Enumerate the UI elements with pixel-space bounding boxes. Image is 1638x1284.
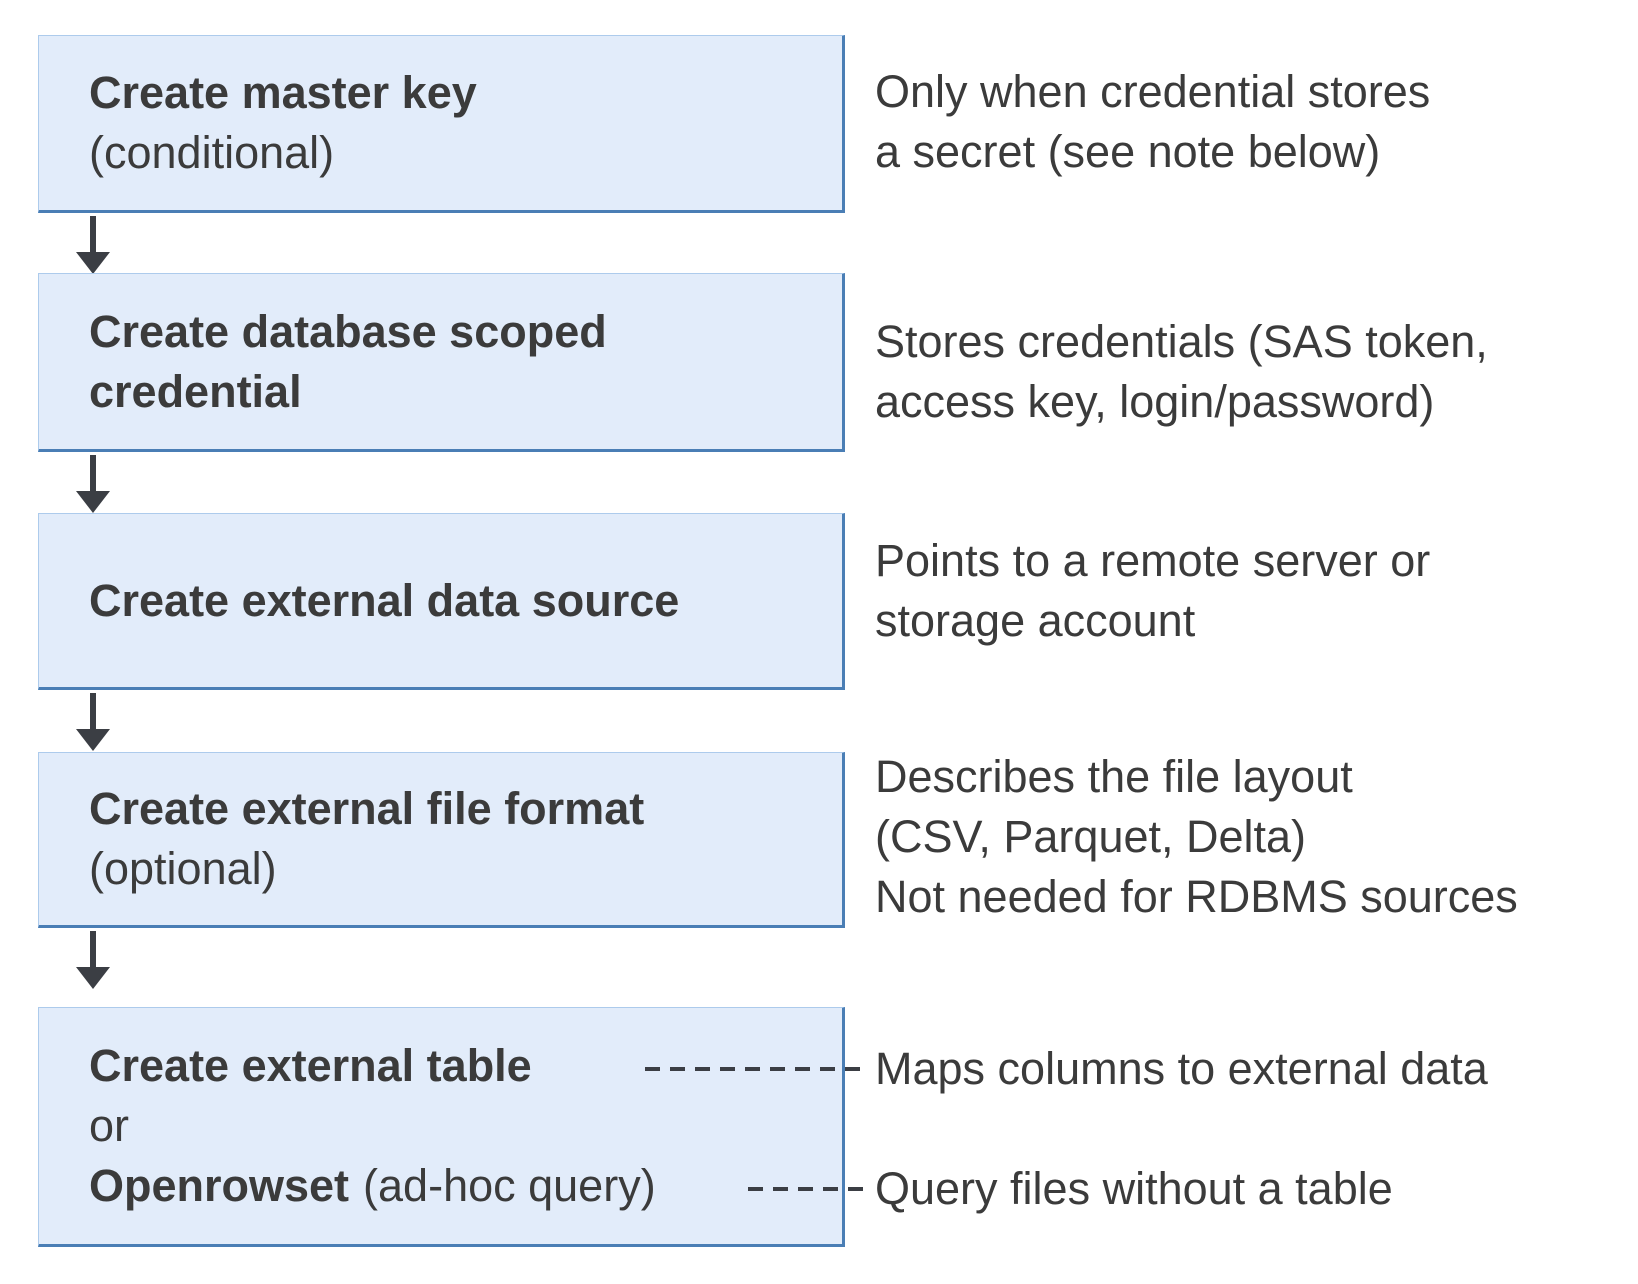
box-title-external-table: Create external table (89, 1040, 532, 1091)
arrow-head (76, 491, 110, 513)
down-arrow-icon (76, 455, 110, 513)
description-external-table: Maps columns to external data (875, 1043, 1488, 1094)
arrow-stem (90, 455, 96, 491)
arrow-stem (90, 931, 96, 967)
box-title-external-data-source: Create external data source (89, 574, 680, 626)
dashed-connector-external-table (645, 1067, 865, 1071)
flow-box-create-database-scoped-credential: Create database scoped credential (38, 273, 845, 452)
description-external-data-source: Points to a remote server or storage acc… (875, 535, 1431, 646)
box-or-label: or (89, 1100, 130, 1151)
down-arrow-icon (76, 216, 110, 274)
flow-box-create-master-key: Create master key (conditional) (38, 35, 845, 213)
arrow-head (76, 729, 110, 751)
arrow-head (76, 252, 110, 274)
box-note-ad-hoc-query: (ad-hoc query) (363, 1160, 656, 1211)
description-database-scoped-credential: Stores credentials (SAS token, access ke… (875, 316, 1488, 427)
box-title-openrowset: Openrowset (89, 1160, 350, 1211)
description-master-key: Only when credential stores a secret (se… (875, 66, 1431, 177)
flow-box-create-external-table-or-openrowset: Create external table or Openrowset (ad-h… (38, 1007, 845, 1247)
flow-box-create-external-file-format: Create external file format (optional) (38, 752, 845, 928)
box-note-optional: (optional) (89, 843, 277, 894)
box-title-create-master-key: Create master key (89, 67, 477, 118)
down-arrow-icon (76, 693, 110, 751)
description-external-file-format: Describes the file layout (CSV, Parquet,… (875, 751, 1518, 922)
dashed-connector-openrowset (748, 1187, 865, 1191)
box-title-database-scoped-credential: Create database scoped credential (89, 305, 607, 417)
flow-box-create-external-data-source: Create external data source (38, 513, 845, 690)
box-note-conditional: (conditional) (89, 127, 335, 178)
box-line-openrowset: Openrowset (ad-hoc query) (89, 1156, 842, 1216)
arrow-stem (90, 216, 96, 252)
description-openrowset: Query files without a table (875, 1163, 1393, 1214)
down-arrow-icon (76, 931, 110, 989)
arrow-head (76, 967, 110, 989)
box-title-external-file-format: Create external file format (89, 783, 645, 834)
arrow-stem (90, 693, 96, 729)
